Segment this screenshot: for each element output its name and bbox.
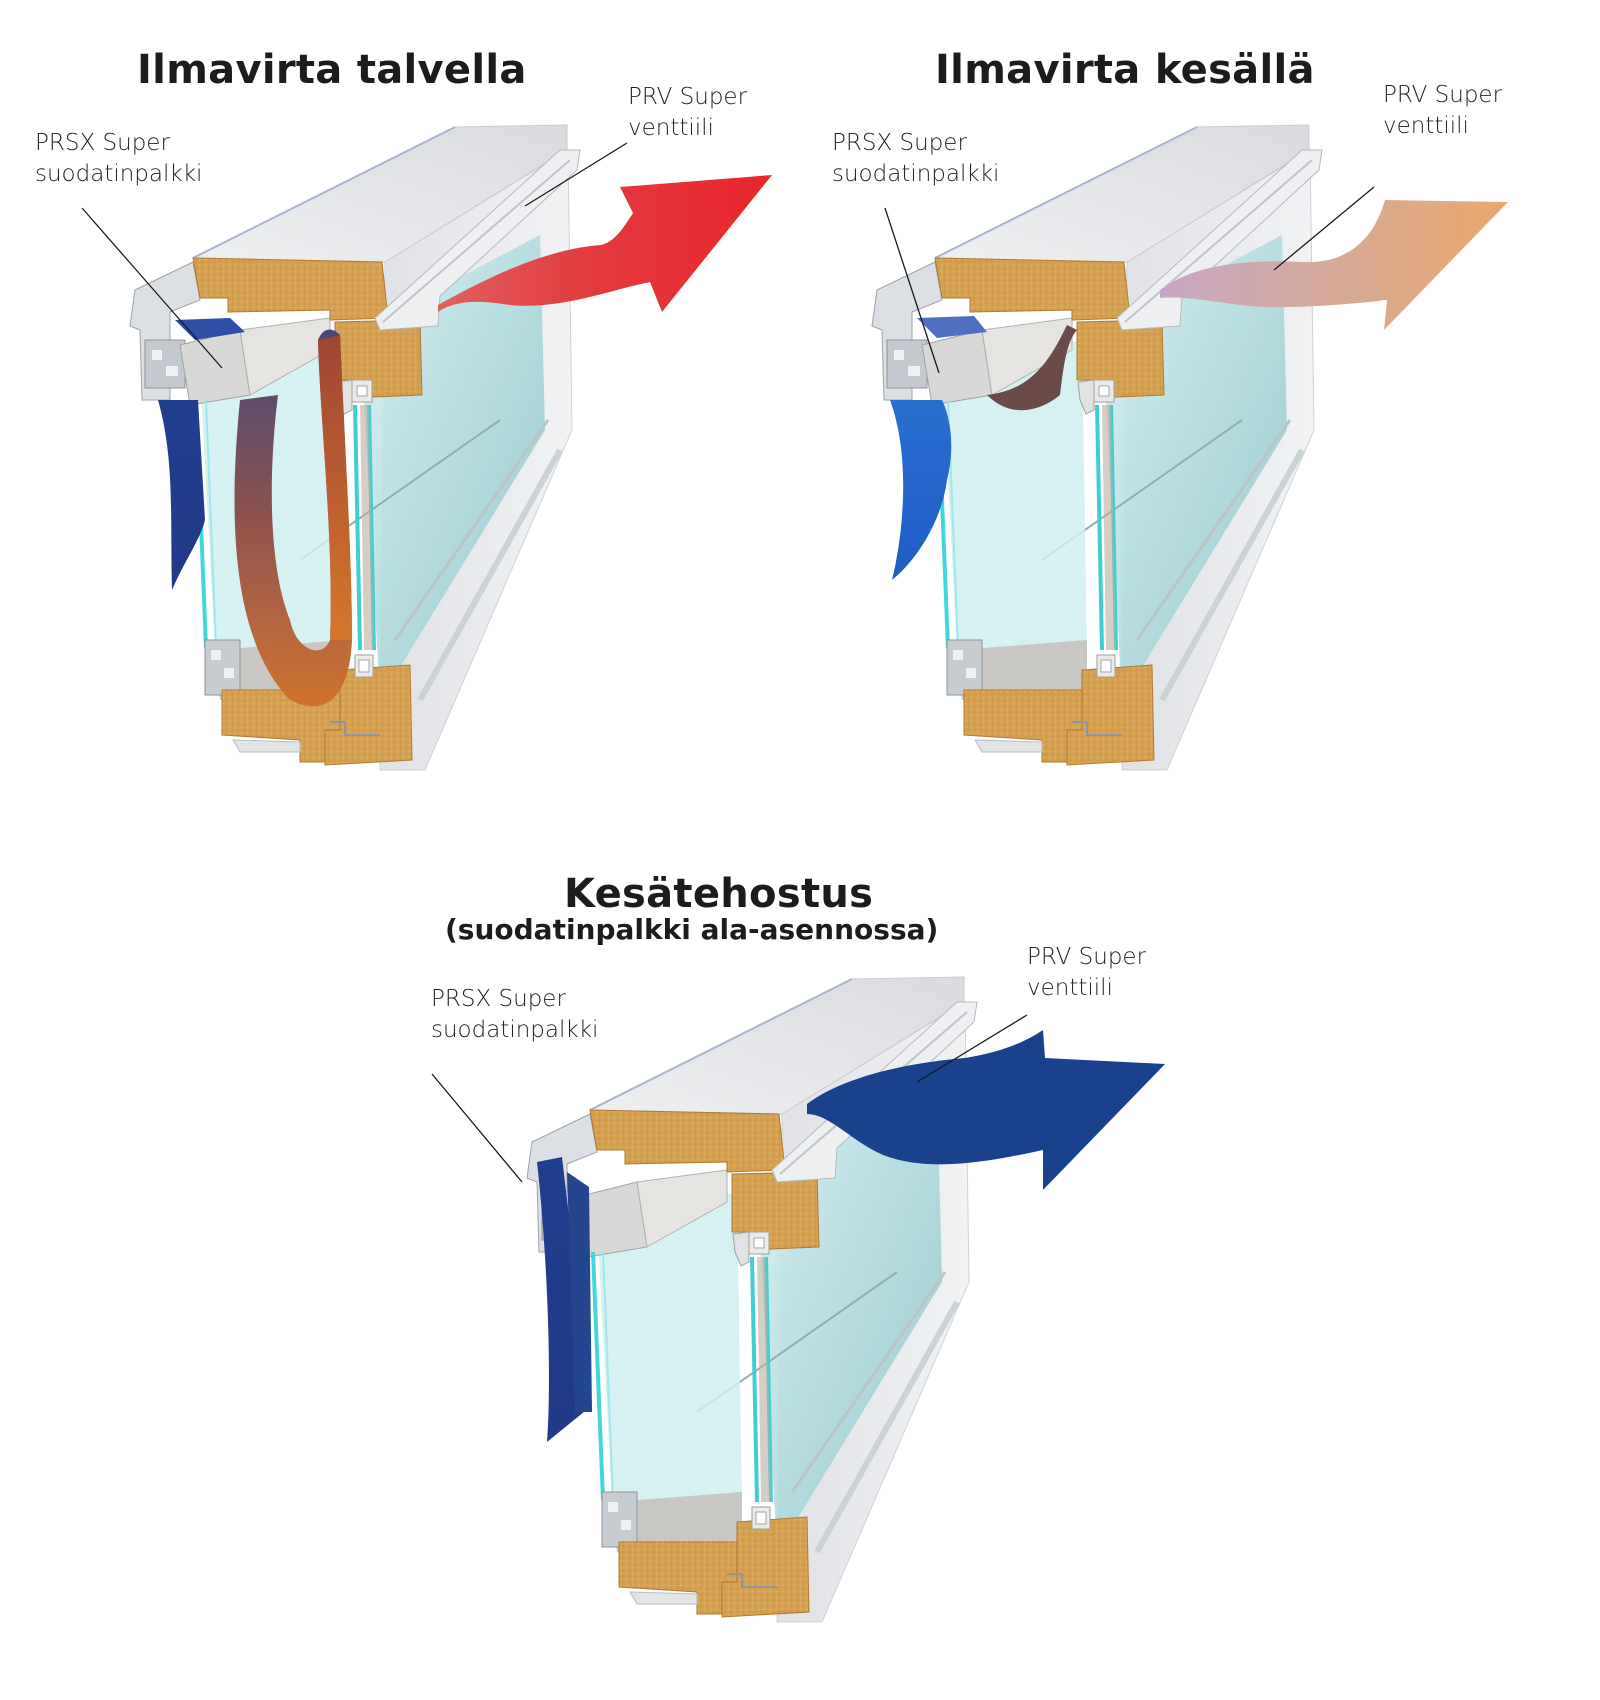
filter-leader-line (431, 1073, 523, 1183)
panel-title-summer-boost: Kesätehostus (564, 871, 874, 917)
valve-leader-line (1273, 186, 1375, 271)
window-diagram-winter (81, 125, 772, 770)
filter-leader-line (81, 207, 223, 369)
cold-air-arrow-icon (807, 1030, 1165, 1190)
valve-label-line1: PRV Super (628, 84, 748, 110)
cold-air-flow-icon (890, 400, 952, 580)
filter-label-line1: PRSX Super (35, 130, 170, 156)
valve-label-summer: PRV Super venttiili (1383, 80, 1502, 142)
filter-label-summer-boost: PRSX Super suodatinpalkki (431, 984, 598, 1046)
panel-title-winter: Ilmavirta talvella (137, 47, 527, 93)
window-diagram-summer-boost (431, 977, 1165, 1622)
valve-leader-line (916, 1014, 1028, 1083)
warm-air-arrow-icon (1160, 200, 1508, 330)
valve-leader-line (524, 142, 628, 207)
warm-air-arrow-icon (438, 175, 772, 312)
window-diagram-summer (872, 125, 1508, 770)
filter-label-summer: PRSX Super suodatinpalkki (832, 128, 999, 190)
filter-label-line2: suodatinpalkki (431, 1017, 599, 1043)
filter-label-line2: suodatinpalkki (35, 161, 203, 187)
filter-leader-line (884, 207, 940, 374)
cold-air-flow-icon (158, 400, 205, 590)
valve-label-winter: PRV Super venttiili (628, 82, 747, 144)
filter-label-line2: suodatinpalkki (832, 161, 1000, 187)
valve-label-line2: venttiili (628, 115, 714, 141)
valve-label-line2: venttiili (1383, 113, 1469, 139)
valve-label-line1: PRV Super (1383, 82, 1503, 108)
valve-label-summer-boost: PRV Super venttiili (1027, 942, 1146, 1004)
panel-title-summer: Ilmavirta kesällä (935, 47, 1315, 93)
valve-label-line1: PRV Super (1027, 944, 1147, 970)
filter-label-winter: PRSX Super suodatinpalkki (35, 128, 202, 190)
valve-label-line2: venttiili (1027, 975, 1113, 1001)
filter-label-line1: PRSX Super (832, 130, 967, 156)
filter-label-line1: PRSX Super (431, 986, 566, 1012)
panel-subtitle-summer-boost: (suodatinpalkki ala-asennossa) (445, 913, 939, 946)
